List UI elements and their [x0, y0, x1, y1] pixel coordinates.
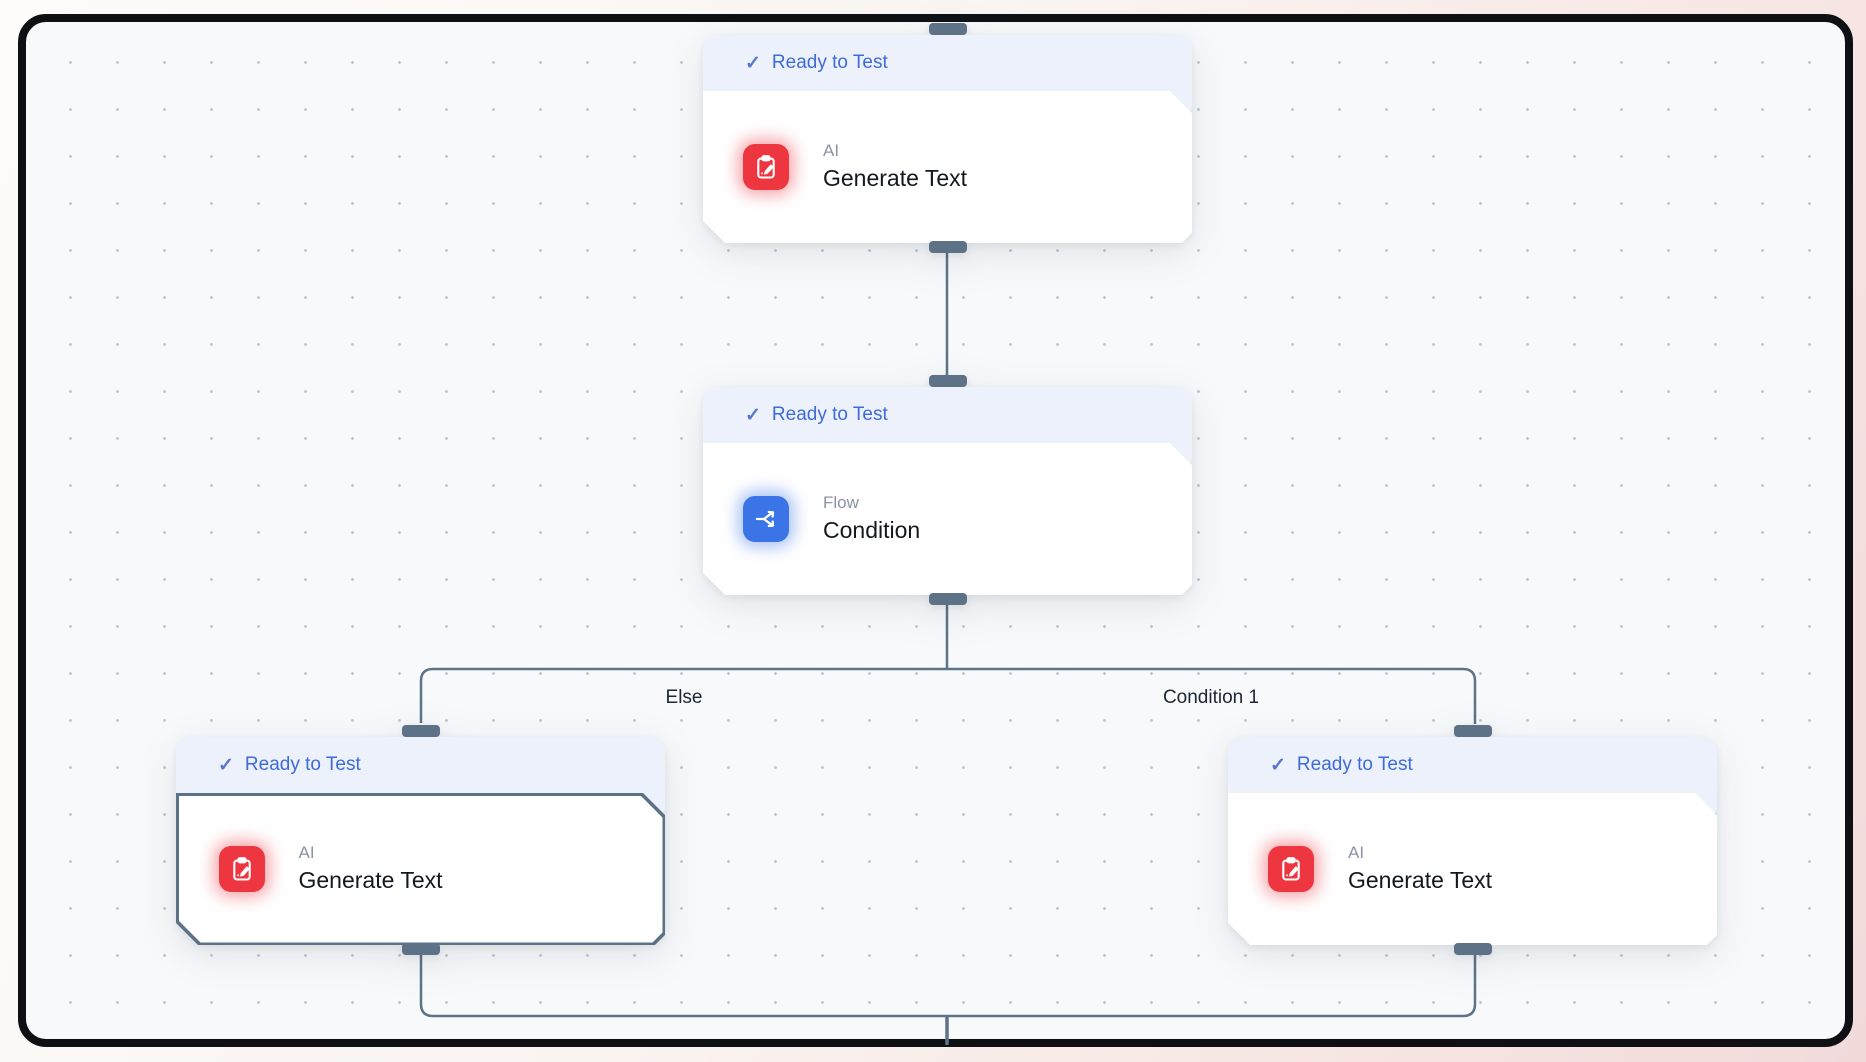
node-generate-text-top[interactable]: ✓ Ready to Test AI Generate Text — [703, 23, 1192, 253]
node-title: Generate Text — [298, 867, 443, 894]
node-condition[interactable]: ✓ Ready to Test Flow Condition — [703, 375, 1192, 605]
edge-branch-else[interactable] — [419, 667, 947, 723]
branch-label-else[interactable]: Else — [665, 687, 703, 708]
clipboard-edit-icon — [743, 144, 789, 190]
node-category: Flow — [823, 493, 859, 513]
node-title: Generate Text — [1348, 867, 1493, 894]
check-icon: ✓ — [745, 404, 761, 426]
connection-handle-top[interactable] — [928, 23, 967, 35]
connection-handle-bottom[interactable] — [1453, 943, 1492, 955]
edge-else-to-merge[interactable] — [419, 944, 947, 1018]
status-text: Ready to Test — [771, 404, 888, 425]
connection-handle-bottom[interactable] — [401, 943, 440, 955]
connection-handle-top[interactable] — [928, 375, 967, 387]
connection-handle-bottom[interactable] — [928, 241, 967, 253]
node-generate-text-else[interactable]: ✓ Ready to Test AI Generate Text — [176, 725, 665, 955]
node-category: AI — [1348, 843, 1365, 863]
node-category: AI — [298, 843, 315, 863]
node-category: AI — [823, 141, 840, 161]
connection-handle-top[interactable] — [401, 725, 440, 737]
clipboard-edit-icon — [1268, 846, 1314, 892]
connection-handle-bottom[interactable] — [928, 593, 967, 605]
check-icon: ✓ — [1270, 754, 1286, 776]
status-text: Ready to Test — [244, 754, 361, 775]
connection-handle-top[interactable] — [1453, 725, 1492, 737]
edge-condition1-to-merge[interactable] — [947, 944, 1477, 1018]
status-text: Ready to Test — [1296, 754, 1413, 775]
check-icon: ✓ — [745, 52, 761, 74]
branch-label-condition1[interactable]: Condition 1 — [1162, 687, 1260, 708]
node-generate-text-condition1[interactable]: ✓ Ready to Test AI Generate Text — [1228, 725, 1717, 955]
edge-branch-condition1[interactable] — [947, 667, 1477, 724]
check-icon: ✓ — [218, 754, 234, 776]
status-text: Ready to Test — [771, 52, 888, 73]
node-title: Condition — [823, 517, 921, 544]
split-arrows-icon — [743, 496, 789, 542]
clipboard-edit-icon — [219, 846, 265, 892]
node-title: Generate Text — [823, 165, 968, 192]
